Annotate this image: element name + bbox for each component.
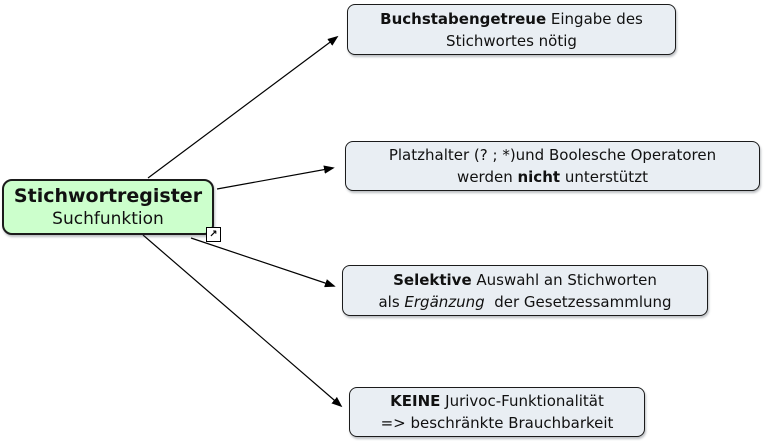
branch-text-line: Stichwortes nötig: [446, 31, 577, 50]
root-topic-subtitle: Suchfunktion: [52, 209, 164, 229]
branch-text-line: Platzhalter (? ; *)und Boolesche Operato…: [388, 146, 717, 164]
branch-box-4[interactable]: KEINE Jurivoc-Funktionalität => beschränk…: [349, 387, 645, 437]
branch-text-line: KEINE Jurivoc-Funktionalität: [390, 392, 604, 410]
branch-box-3[interactable]: Selektive Auswahl an Stichworten als Ergä…: [342, 265, 708, 316]
branch-text-line: Selektive Auswahl an Stichworten: [393, 270, 657, 289]
root-topic[interactable]: Stichwortregister Suchfunktion: [2, 179, 214, 235]
connector-branch-3: [190, 237, 336, 288]
branch-text-line: werden nicht unterstützt: [457, 168, 648, 186]
branch-box-2[interactable]: Platzhalter (? ; *)und Boolesche Operato…: [345, 141, 760, 191]
branch-text-line: als Ergänzung der Gesetzessammlung: [378, 292, 672, 311]
hyperlink-jump-icon[interactable]: ↗: [206, 227, 221, 242]
branch-text-line: Buchstabengetreue Eingabe des: [380, 9, 643, 28]
connector-branch-1: [147, 35, 339, 179]
branch-text-line: => beschränkte Brauchbarkeit: [380, 414, 614, 432]
root-topic-title: Stichwortregister: [13, 185, 203, 207]
connector-branch-2: [216, 165, 335, 190]
arrow-up-right-icon: ↗: [209, 228, 218, 240]
connector-branch-4: [142, 234, 343, 408]
